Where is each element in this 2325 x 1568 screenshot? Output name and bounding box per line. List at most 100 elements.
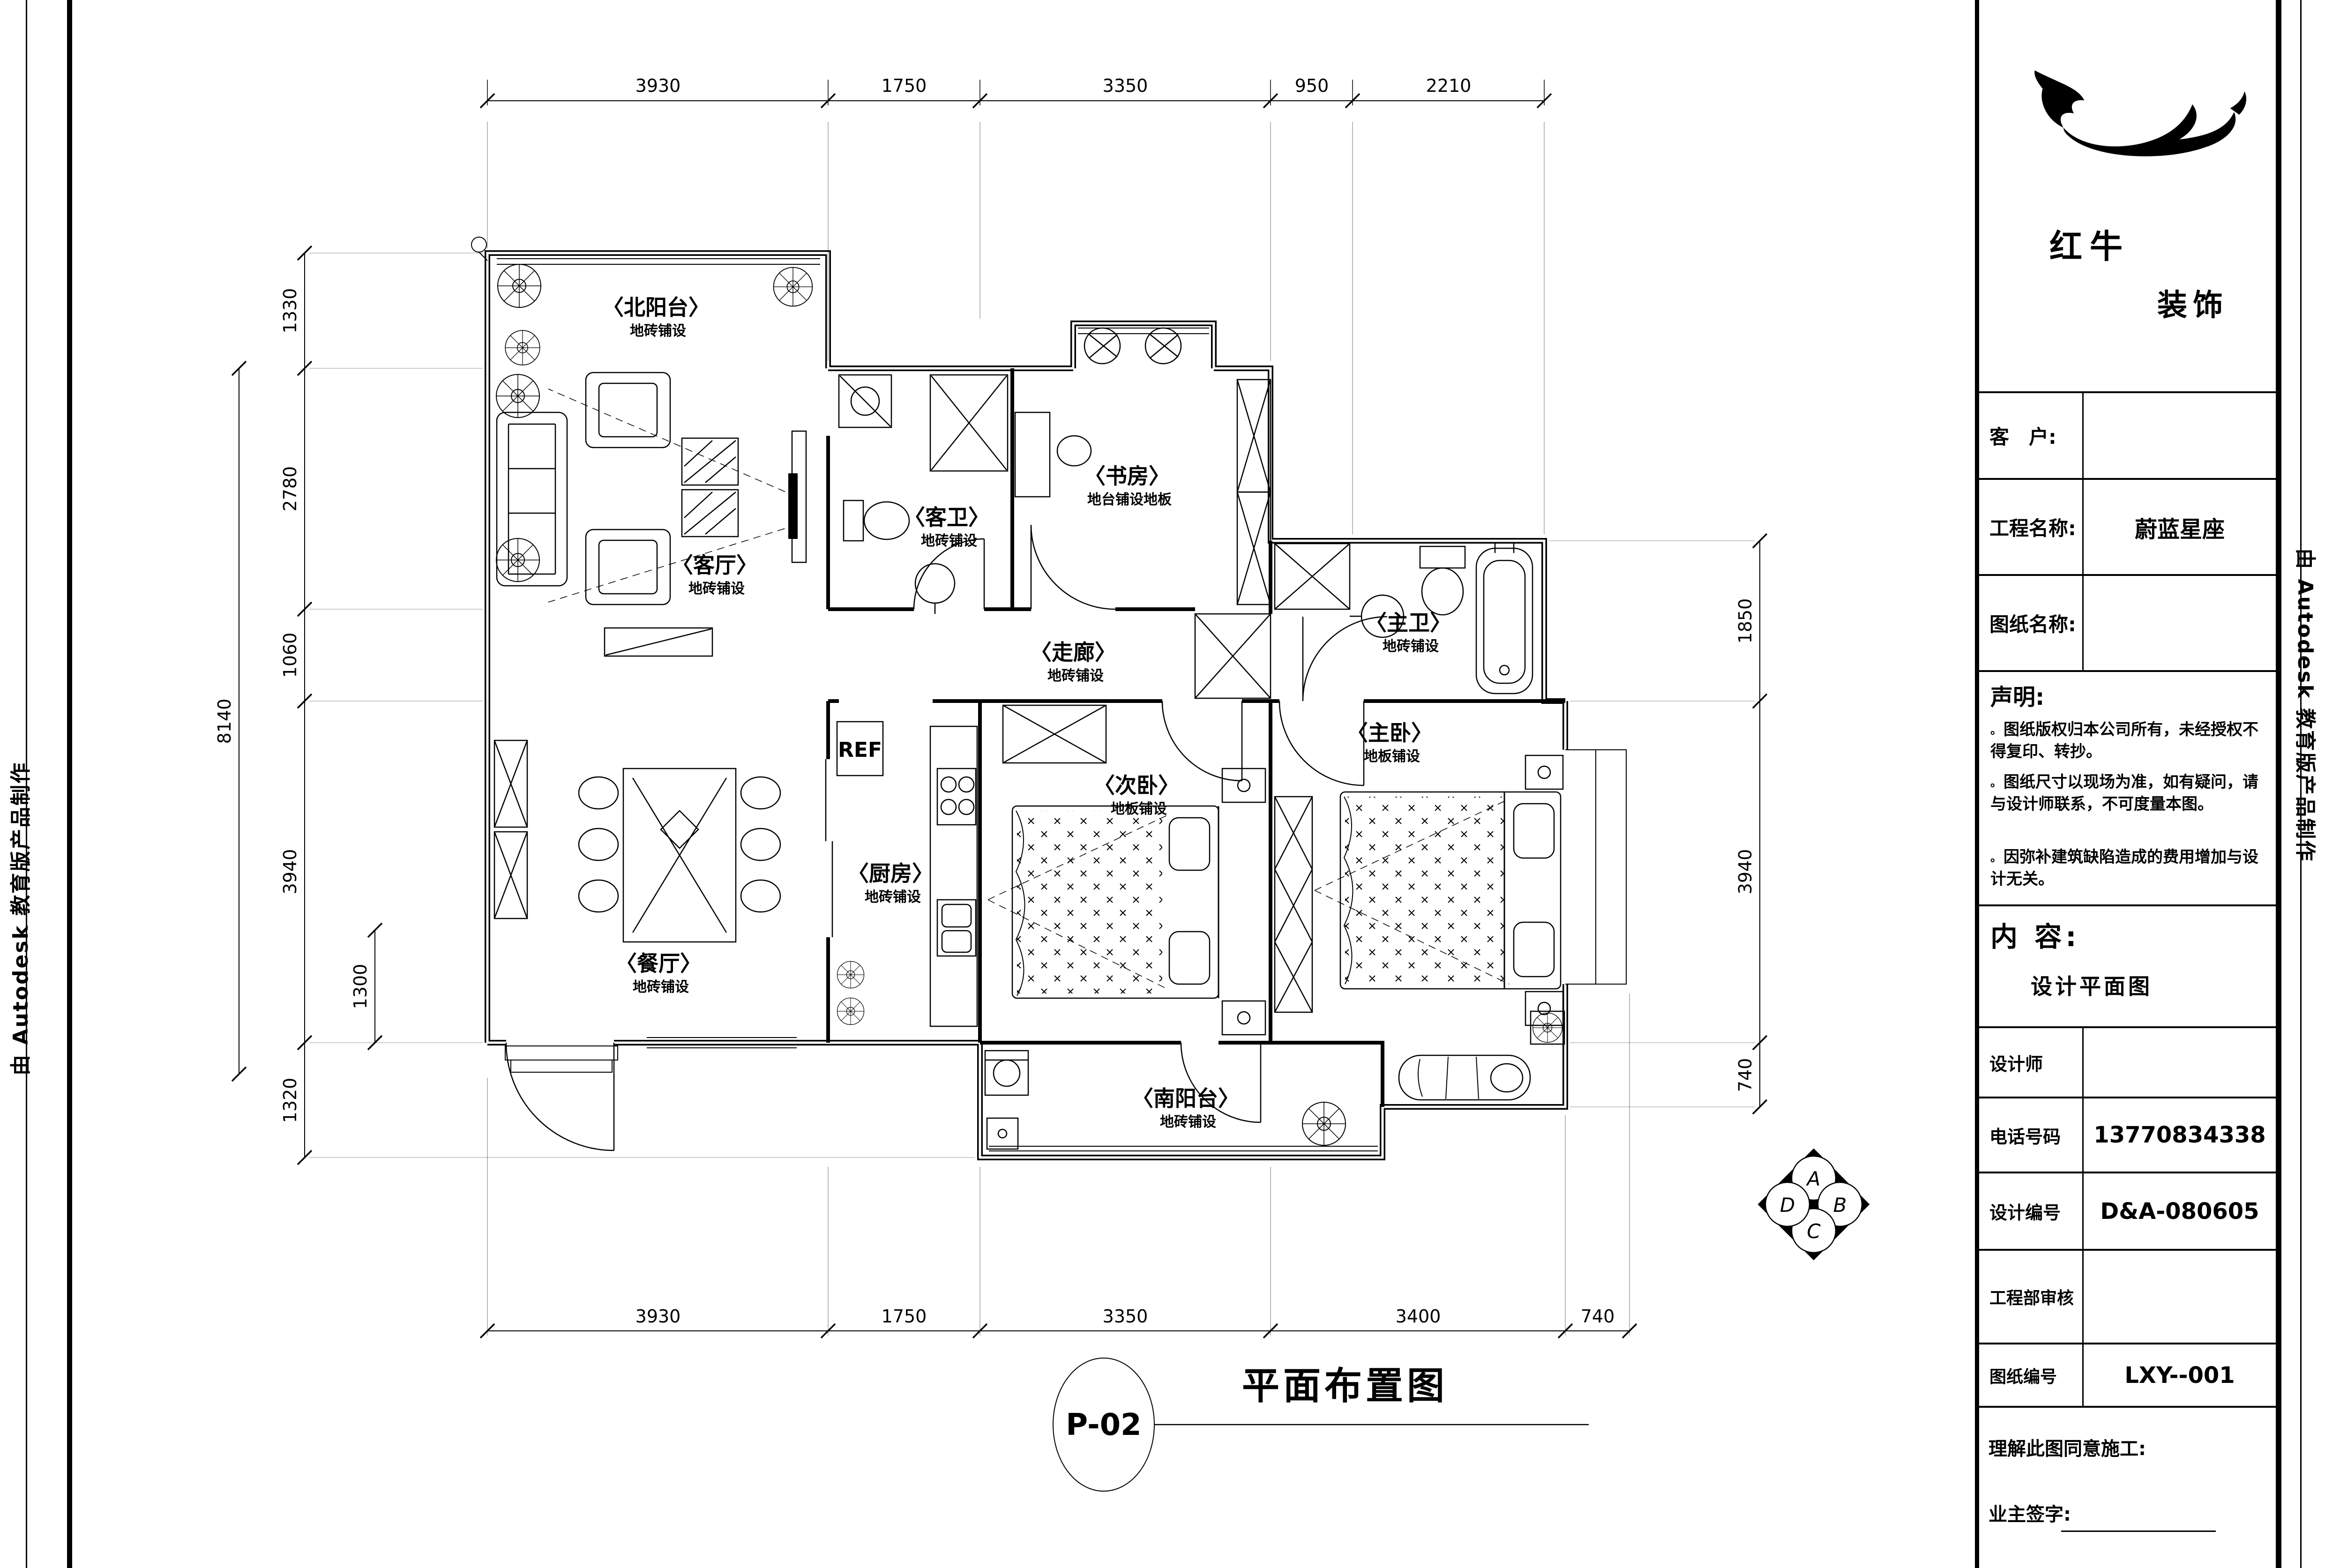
brand-name: 红牛 <box>2049 227 2130 266</box>
content-label: 内 容: <box>1990 921 2080 953</box>
room-label-guest-bath: 〈客卫〉 地砖铺设 <box>904 505 990 549</box>
drawing-name-label: 图纸名称: <box>1979 576 2084 670</box>
client-label: 客 户: <box>1979 393 2084 478</box>
dim-right: 1850 3940 740 <box>1549 533 1768 1115</box>
statement-title: 声明: <box>1990 684 2045 710</box>
svg-text:〈餐厅〉: 〈餐厅〉 <box>615 951 702 976</box>
agree-label: 理解此图同意施工: <box>1989 1438 2146 1460</box>
corridor-closet <box>1194 613 1271 699</box>
designer-label: 设计师 <box>1979 1028 2084 1097</box>
svg-text:〈主卫〉: 〈主卫〉 <box>1365 610 1451 635</box>
row-designer: 设计师 <box>1979 1026 2276 1097</box>
brand-suffix: 装饰 <box>2157 288 2228 323</box>
second-bedroom-furniture <box>987 704 1266 1036</box>
doors <box>505 524 1388 1151</box>
svg-text:3400: 3400 <box>1396 1306 1441 1327</box>
left-edge-thin-line <box>26 0 27 1568</box>
design-no-label: 设计编号 <box>1979 1173 2084 1249</box>
left-frame-line <box>67 0 72 1568</box>
room-label-north-balcony: 〈北阳台〉 地砖铺设 <box>602 295 710 339</box>
kitchen-fixtures <box>836 721 978 1027</box>
row-project: 工程名称: 蔚蓝星座 <box>1979 478 2276 574</box>
svg-text:地砖铺设: 地砖铺设 <box>1383 638 1439 655</box>
designer-value <box>2084 1028 2276 1097</box>
chaise-lounge <box>1398 1010 1565 1101</box>
content-section: 内 容: 设计平面图 <box>1979 904 2276 1026</box>
client-value <box>2084 393 2276 478</box>
row-review: 工程部审核 <box>1979 1249 2276 1343</box>
room-label-master-bath: 〈主卫〉 地砖铺设 <box>1365 610 1451 655</box>
sheet-no-label: 图纸编号 <box>1979 1344 2084 1406</box>
living-room-furniture <box>495 372 807 657</box>
owner-sign-label: 业主签字: <box>1989 1504 2071 1525</box>
project-label: 工程名称: <box>1979 480 2084 574</box>
svg-text:1320: 1320 <box>280 1078 300 1123</box>
dining-furniture <box>493 739 781 943</box>
compass-a: A <box>1806 1167 1821 1190</box>
compass: A B C D <box>1757 1148 1870 1261</box>
svg-text:1060: 1060 <box>280 633 300 678</box>
svg-text:3940: 3940 <box>1735 849 1756 895</box>
svg-text:2210: 2210 <box>1426 75 1472 96</box>
svg-text:1330: 1330 <box>280 288 300 334</box>
svg-text:3930: 3930 <box>635 1306 681 1327</box>
signature-line <box>2061 1531 2216 1532</box>
svg-text:1750: 1750 <box>882 75 927 96</box>
svg-text:〈客卫〉: 〈客卫〉 <box>904 505 990 530</box>
interior-walls <box>826 368 1565 1107</box>
sheet-no-value: LXY--001 <box>2124 1362 2235 1389</box>
svg-text:2780: 2780 <box>280 466 300 512</box>
row-client: 客 户: <box>1979 391 2276 478</box>
room-label-kitchen: 〈厨房〉 地砖铺设 <box>847 861 934 905</box>
svg-text:3350: 3350 <box>1103 1306 1148 1327</box>
svg-text:地砖铺设: 地砖铺设 <box>630 323 686 339</box>
room-label-second-bedroom: 〈次卧〉 地板铺设 <box>1093 773 1180 817</box>
row-phone: 电话号码 13770834338 <box>1979 1097 2276 1172</box>
svg-text:地板铺设: 地板铺设 <box>1111 801 1167 817</box>
dim-bottom: 3930 1750 3350 3400 740 <box>479 993 1637 1339</box>
statement-item-3: 。因弥补建筑缺陷造成的费用增加与设计无关。 <box>1990 848 2258 889</box>
row-sheet-no: 图纸编号 LXY--001 <box>1979 1343 2276 1406</box>
svg-text:8140: 8140 <box>214 699 235 744</box>
signature-section: 理解此图同意施工: 业主签字: <box>1979 1406 2276 1568</box>
svg-text:〈客厅〉: 〈客厅〉 <box>672 553 758 578</box>
svg-text:740: 740 <box>1735 1058 1756 1092</box>
project-value: 蔚蓝星座 <box>2134 516 2225 543</box>
svg-text:3930: 3930 <box>635 75 681 96</box>
svg-text:3940: 3940 <box>280 849 300 895</box>
svg-text:1850: 1850 <box>1735 598 1756 644</box>
svg-text:740: 740 <box>1581 1306 1615 1327</box>
review-value <box>2084 1251 2276 1343</box>
dim-left: 1330 2780 1060 3940 1320 8140 1300 <box>214 245 975 1165</box>
svg-text:〈书房〉: 〈书房〉 <box>1084 463 1170 489</box>
phone-value: 13770834338 <box>2093 1122 2266 1148</box>
statement-item-2: 。图纸尺寸以现场为准，如有疑问，请与设计师联系，不可度量本图。 <box>1990 773 2258 814</box>
phone-label: 电话号码 <box>1979 1098 2084 1172</box>
compass-b: B <box>1833 1194 1847 1217</box>
statement-item-1: 。图纸版权归本公司所有，未经授权不得复印、转抄。 <box>1990 720 2258 761</box>
svg-text:〈次卧〉: 〈次卧〉 <box>1093 773 1180 798</box>
south-balcony-items <box>984 1050 1346 1150</box>
svg-text:地砖铺设: 地砖铺设 <box>865 889 921 905</box>
entry-steps <box>505 1045 618 1073</box>
svg-text:3350: 3350 <box>1103 75 1148 96</box>
figure-title: 平面布置图 <box>1242 1364 1448 1408</box>
logo-area: 红牛 装饰 <box>1979 0 2276 391</box>
room-label-master-bedroom: 〈主卧〉 地板铺设 <box>1346 720 1433 765</box>
room-label-dining: 〈餐厅〉 地砖铺设 <box>615 951 702 995</box>
fridge-label: REF <box>838 738 882 762</box>
right-edge-thin-line <box>2300 0 2302 1568</box>
svg-text:〈主卧〉: 〈主卧〉 <box>1346 720 1433 746</box>
master-bedroom-furniture <box>1274 754 1564 1026</box>
room-label-corridor: 〈走廊〉 地砖铺设 <box>1030 640 1116 684</box>
windows <box>471 237 1627 1151</box>
svg-text:地台铺设地板: 地台铺设地板 <box>1087 492 1172 508</box>
svg-text:地砖铺设: 地砖铺设 <box>633 979 689 995</box>
drawing-name-value <box>2084 576 2276 670</box>
svg-text:1300: 1300 <box>350 964 371 1009</box>
row-design-no: 设计编号 D&A-080605 <box>1979 1172 2276 1249</box>
svg-text:地砖铺设: 地砖铺设 <box>688 581 745 597</box>
svg-text:1750: 1750 <box>882 1306 927 1327</box>
